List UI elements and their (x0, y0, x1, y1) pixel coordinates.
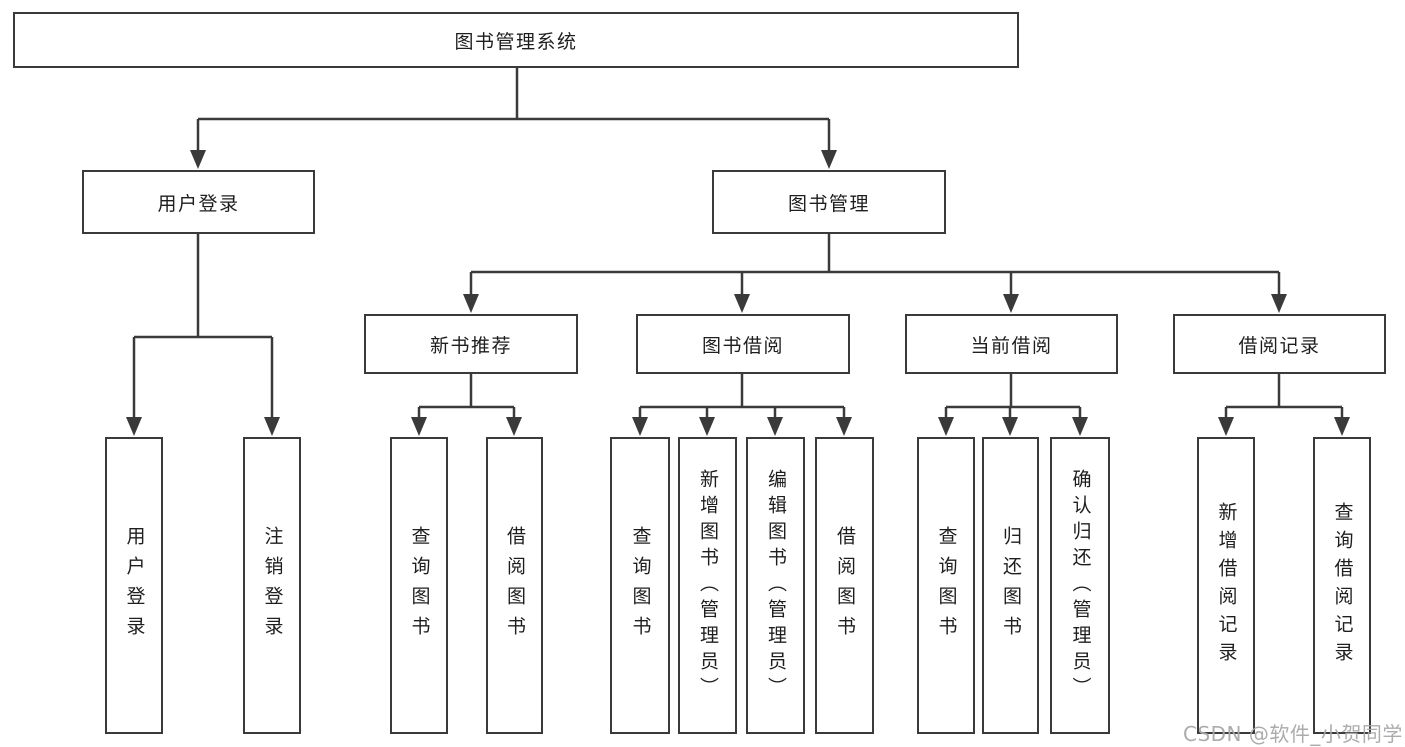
csdn-watermark: CSDN @软件_小贺同学 (1183, 722, 1403, 746)
leaf-add-book-admin: 新增图书（管理员） (678, 437, 737, 734)
leaf-user-login: 用户登录 (105, 437, 163, 734)
node-current-borrow-label: 当前借阅 (970, 334, 1053, 357)
leaf-borrow-query-book: 查询图书 (610, 437, 670, 734)
leaf-user-login-label: 用户登录 (123, 525, 146, 646)
leaf-recommend-borrow-book-label: 借阅图书 (504, 525, 526, 646)
node-book-management-label: 图书管理 (787, 192, 870, 215)
leaf-confirm-return-admin-label: 确认归还（管理员） (1069, 468, 1092, 703)
leaf-edit-book-admin-label: 编辑图书（管理员） (765, 468, 787, 703)
leaf-query-borrow-record-label: 查询借阅记录 (1331, 501, 1354, 670)
node-book-management: 图书管理 (712, 170, 946, 234)
node-new-book-recommend-label: 新书推荐 (429, 334, 512, 357)
leaf-current-query-book: 查询图书 (917, 437, 975, 734)
leaf-borrow-borrow-book: 借阅图书 (815, 437, 874, 734)
node-borrow-record-label: 借阅记录 (1238, 334, 1321, 357)
leaf-query-borrow-record: 查询借阅记录 (1313, 437, 1371, 734)
leaf-recommend-borrow-book: 借阅图书 (486, 437, 543, 734)
node-borrow-record: 借阅记录 (1173, 314, 1386, 374)
node-root-label: 图书管理系统 (454, 30, 578, 53)
node-user-login-label: 用户登录 (157, 192, 240, 215)
leaf-borrow-query-book-label: 查询图书 (629, 525, 652, 646)
leaf-edit-book-admin: 编辑图书（管理员） (746, 437, 805, 734)
node-user-login: 用户登录 (82, 170, 315, 234)
leaf-current-query-book-label: 查询图书 (935, 525, 958, 646)
node-book-borrow: 图书借阅 (636, 314, 850, 374)
leaf-logout-label: 注销登录 (261, 525, 284, 646)
leaf-confirm-return-admin: 确认归还（管理员） (1050, 437, 1110, 734)
leaf-add-book-admin-label: 新增图书（管理员） (697, 468, 719, 703)
connector-arrowheads (126, 150, 1350, 436)
node-book-borrow-label: 图书借阅 (701, 334, 784, 357)
node-current-borrow: 当前借阅 (905, 314, 1118, 374)
leaf-borrow-borrow-book-label: 借阅图书 (834, 525, 856, 646)
leaf-recommend-query-book: 查询图书 (390, 437, 448, 734)
leaf-return-book-label: 归还图书 (1000, 525, 1022, 646)
leaf-recommend-query-book-label: 查询图书 (408, 525, 431, 646)
leaf-add-borrow-record-label: 新增借阅记录 (1215, 501, 1238, 670)
leaf-logout: 注销登录 (243, 437, 301, 734)
leaf-add-borrow-record: 新增借阅记录 (1197, 437, 1255, 734)
leaf-return-book: 归还图书 (982, 437, 1039, 734)
node-root: 图书管理系统 (13, 12, 1019, 68)
node-new-book-recommend: 新书推荐 (364, 314, 578, 374)
